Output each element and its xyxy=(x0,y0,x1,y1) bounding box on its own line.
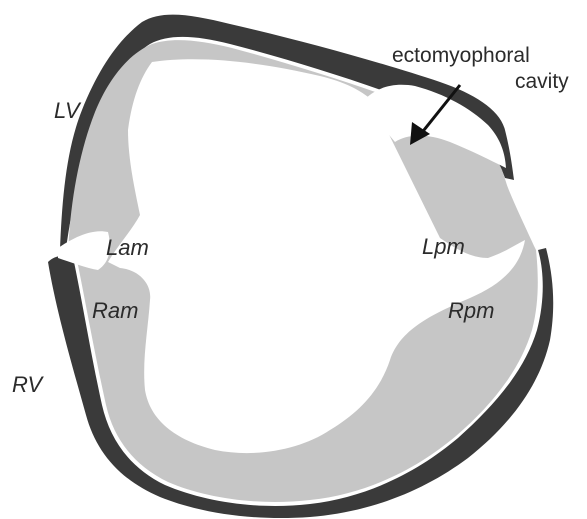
annotation-line2: cavity xyxy=(515,70,569,93)
label-lv: LV xyxy=(54,98,82,123)
label-lam: Lam xyxy=(106,235,149,260)
label-ram: Ram xyxy=(92,298,138,323)
annotation-line1: ectomyophoral xyxy=(392,44,530,67)
label-lpm: Lpm xyxy=(422,234,465,259)
label-rpm: Rpm xyxy=(448,298,494,323)
label-rv: RV xyxy=(12,372,44,397)
